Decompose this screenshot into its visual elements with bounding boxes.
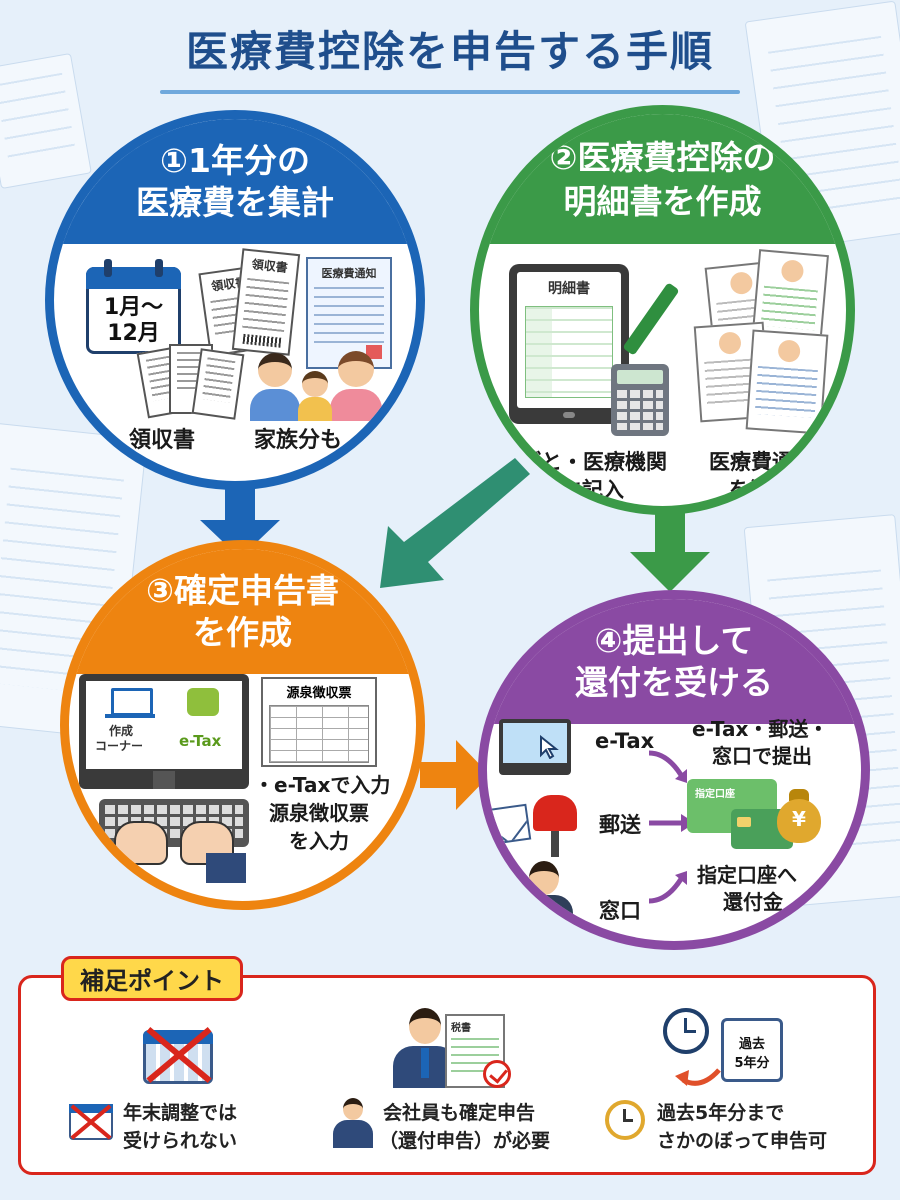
arrow-step1-to-step3 (200, 488, 280, 558)
step4-circle: ④提出して 還付を受ける e-Tax 郵送 窓口 指定口座 ¥ e-Tax・郵送… (478, 590, 870, 950)
monitor-icon: 作成 コーナー e-Tax (79, 674, 249, 789)
step4-header: ④提出して 還付を受ける (487, 599, 861, 724)
cursor-icon (540, 735, 559, 759)
step4-title-line1: ④提出して (594, 621, 754, 660)
past-badge-line1: 過去 (738, 1037, 765, 1052)
step3-label-line2: 源泉徴収票 (269, 801, 369, 825)
withholding-slip-title: 源泉徴収票 (286, 686, 352, 701)
step2-label-notice-line2: を活用 (729, 478, 792, 502)
calendar-icon: 過去 5年分 (721, 1018, 783, 1082)
step4-mail-label: 郵送 (599, 813, 641, 837)
step3-label-line3: を入力 (289, 829, 349, 853)
page-title: 医療費控除を申告する手順 (185, 27, 714, 76)
arrow-step3-to-step4 (420, 740, 490, 810)
step1-title-line2: 医療費を集計 (136, 183, 334, 222)
step2-circle: ②医療費控除の 明細書を作成 明細書 人ごと・医療機関 ごとに記入 医療費通知 … (470, 105, 855, 515)
step2-header: ②医療費控除の 明細書を作成 (479, 114, 846, 244)
crossed-calendar-icon (69, 1098, 113, 1140)
creation-corner-line1: 作成 (109, 724, 134, 738)
step1-label-family: 家族分も (254, 428, 343, 453)
arrow-counter-to-account (648, 871, 687, 904)
clock-icon (663, 1008, 709, 1054)
notice-word: 医療費通知 (321, 267, 377, 280)
account-card-label: 指定口座 (695, 789, 735, 800)
step3-header: ③確定申告書 を作成 (69, 549, 416, 674)
withholding-slip-icon: 源泉徴収票 (261, 677, 377, 767)
step4-refund-line2: 還付金 (723, 890, 783, 914)
notes-panel: 補足ポイント 年末調整では 受けられない 税書 会社員も確定申告 （還付申告）が… (18, 956, 876, 1175)
step3-label-line1: ・e-Taxで入力 (254, 773, 391, 797)
hands-icon (114, 821, 246, 883)
monitor-icon (499, 719, 571, 775)
step4-submit-line1: e-Tax・郵送・ (692, 717, 829, 741)
step4-submit-line2: 窓口で提出 (712, 744, 812, 768)
envelope-icon (487, 803, 532, 847)
arrow-etax-to-account (648, 750, 687, 783)
arrow-step2-to-step3 (380, 458, 530, 588)
back-arrow-icon (675, 1068, 721, 1086)
tax-document-label: 税書 (451, 1023, 471, 1034)
receipt-word: 領収書 (251, 257, 289, 276)
note2-line1: 会社員も確定申告 (383, 1102, 536, 1124)
receipt-icon: 領収書 (231, 248, 301, 356)
medical-notice-document-icon: 医療費通知 (306, 257, 392, 369)
step1-header: ①1年分の 医療費を集計 (54, 119, 416, 244)
title-underline (160, 90, 740, 94)
note1-line2: 受けられない (123, 1130, 238, 1152)
note1-line1: 年末調整では (123, 1102, 238, 1124)
step2-title-line1: ②医療費控除の (549, 138, 776, 177)
mailbox-icon (533, 795, 577, 857)
family-icon (250, 349, 382, 421)
step1-title-line1: ①1年分の (160, 141, 310, 180)
crossed-calendar-icon (143, 1022, 213, 1084)
pen-icon (622, 282, 680, 356)
notes-heading: 補足ポイント (61, 956, 243, 1001)
note2-line2: （還付申告）が必要 (379, 1130, 551, 1152)
money-bag-icon: ¥ (777, 789, 821, 843)
step4-etax-label: e-Tax (595, 729, 655, 753)
tax-document-icon: 税書 (445, 1014, 505, 1088)
step4-refund-line1: 指定口座へ (697, 863, 797, 887)
calendar-range-text: 1月〜 12月 (103, 295, 164, 346)
etax-mascot-icon (187, 688, 219, 716)
arrow-step2-to-step4 (630, 512, 710, 592)
step1-circle: ①1年分の 医療費を集計 1月〜 12月 領収書 領収書 医療費通知 (45, 110, 425, 490)
past-badge-line2: 5年分 (734, 1056, 770, 1071)
step2-label-per-person-line2: ごとに記入 (519, 478, 624, 502)
step2-label-notice-line1: 医療費通知 (709, 450, 814, 474)
step2-title-line2: 明細書を作成 (563, 182, 762, 221)
history-clock-icon (605, 1100, 645, 1140)
laptop-icon (111, 688, 153, 716)
receipt-icon (191, 348, 245, 420)
step3-etax-label: e-Tax (179, 732, 222, 750)
note3-line1: 過去5年分まで (657, 1102, 785, 1124)
yen-mark: ¥ (792, 807, 806, 831)
calculator-icon (611, 364, 669, 436)
calendar-icon: 1月〜 12月 (86, 259, 181, 354)
creation-corner-line2: コーナー (95, 739, 144, 753)
tablet-icon: 明細書 (509, 264, 629, 424)
step4-counter-label: 窓口 (599, 899, 641, 923)
tablet-title: 明細書 (548, 281, 590, 297)
checkmark-icon (483, 1060, 511, 1088)
step3-circle: ③確定申告書 を作成 作成 コーナー e-Tax 源泉徴収票 ・e-Taxで入力… (60, 540, 425, 910)
step3-title-line1: ③確定申告書 (146, 571, 339, 610)
counter-staff-icon (507, 861, 579, 937)
note3-line2: さかのぼって申告可 (657, 1130, 828, 1152)
step4-title-line2: 還付を受ける (575, 663, 773, 702)
step3-title-line2: を作成 (193, 613, 292, 652)
step2-label-per-person-line1: 人ごと・医療機関 (499, 450, 667, 474)
medical-notice-document-icon (745, 329, 829, 435)
step1-label-receipts: 領収書 (129, 428, 196, 453)
businessman-icon (333, 1098, 373, 1148)
